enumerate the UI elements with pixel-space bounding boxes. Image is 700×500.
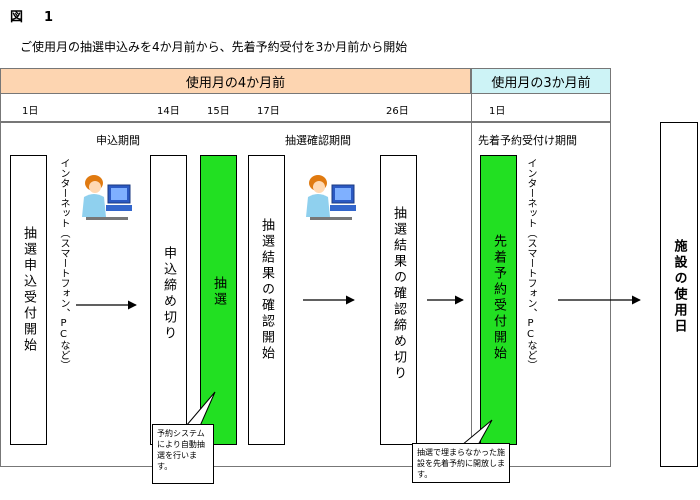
day-17: 17日 bbox=[257, 106, 280, 117]
period-confirmation: 抽選確認期間 bbox=[285, 134, 351, 147]
lottery-start-box: 抽選申込受付開始 bbox=[10, 155, 47, 445]
day-1-next: 1日 bbox=[489, 106, 506, 117]
result-deadline-label: 抽選結果の確認締め切り bbox=[391, 206, 406, 382]
lottery-start-label: 抽選申込受付開始 bbox=[21, 226, 36, 354]
period-application: 申込期間 bbox=[96, 134, 140, 147]
use-day-label: 施設の使用日 bbox=[671, 239, 687, 335]
app-deadline-label: 申込締め切り bbox=[161, 246, 176, 342]
subtitle: ご使用月の抽選申込みを4か月前から、先着予約受付を3か月前から開始 bbox=[20, 40, 408, 54]
internet-label-1: インターネット（スマートフォン、PCなど） bbox=[58, 158, 69, 370]
computer-user-icon bbox=[306, 175, 356, 220]
day-14: 14日 bbox=[157, 106, 180, 117]
lottery-box: 抽選 bbox=[200, 155, 237, 445]
header-four-months: 使用月の4か月前 bbox=[0, 68, 471, 94]
internet-label-2: インターネット（スマートフォン、PCなど） bbox=[525, 158, 536, 370]
use-day-box: 施設の使用日 bbox=[660, 122, 698, 467]
period-first-come: 先着予約受付け期間 bbox=[478, 134, 577, 147]
first-come-start-label: 先着予約受付開始 bbox=[491, 234, 506, 362]
day-26: 26日 bbox=[386, 106, 409, 117]
lottery-label: 抽選 bbox=[211, 276, 226, 308]
result-start-box: 抽選結果の確認開始 bbox=[248, 155, 285, 445]
result-deadline-box: 抽選結果の確認締め切り bbox=[380, 155, 417, 445]
app-deadline-box: 申込締め切り bbox=[150, 155, 187, 445]
timeline-area bbox=[0, 122, 611, 467]
computer-user-icon bbox=[82, 175, 132, 220]
month-divider bbox=[471, 68, 472, 467]
first-come-start-box: 先着予約受付開始 bbox=[480, 155, 517, 445]
day-row bbox=[0, 94, 611, 122]
callout-open-unfilled: 抽選で埋まらなかった施設を先着予約に開放します。 bbox=[412, 443, 510, 483]
figure-label: 図 1 bbox=[10, 10, 58, 25]
day-1: 1日 bbox=[22, 106, 39, 117]
day-15: 15日 bbox=[207, 106, 230, 117]
result-start-label: 抽選結果の確認開始 bbox=[259, 218, 274, 362]
callout-auto-lottery: 予約システムにより自動抽選を行います。 bbox=[152, 424, 214, 484]
